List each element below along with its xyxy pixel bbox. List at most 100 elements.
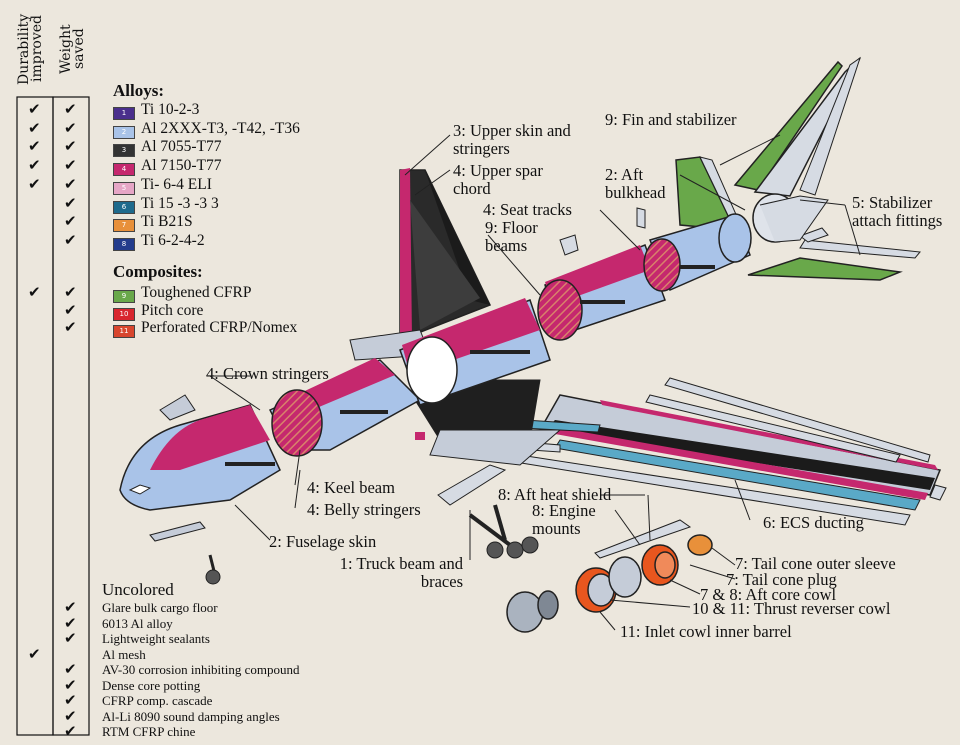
- label-aft-heat-shield: 8: Aft heat shield: [498, 485, 612, 504]
- composite-swatch: 10: [113, 307, 135, 321]
- uncolored-weight-check-7: ✔: [64, 706, 77, 725]
- uncolored-weight-check-0: ✔: [64, 598, 77, 616]
- alloy-label: Ti 15 -3 -3 3: [141, 194, 219, 212]
- label-thrust-reverser: 10 & 11: Thrust reverser cowl: [692, 599, 891, 618]
- alloy-legend-row: 4 Al 7150-T77: [113, 157, 222, 177]
- weight-header: Weight saved: [58, 24, 87, 74]
- alloy-weight-check-5: ✔: [64, 193, 77, 212]
- composite-label: Pitch core: [141, 301, 204, 319]
- uncolored-item: AV-30 corrosion inhibiting compound: [102, 662, 300, 677]
- alloy-swatch: 3: [113, 144, 135, 158]
- alloy-legend-row: 6 Ti 15 -3 -3 3: [113, 195, 219, 214]
- alloy-label: Ti B21S: [141, 213, 193, 231]
- alloy-weight-check-0: ✔: [64, 100, 77, 118]
- uncolored-weight-check-2: ✔: [64, 629, 77, 647]
- label-fin-stabilizer: 9: Fin and stabilizer: [605, 110, 737, 129]
- alloy-durability-check-0: ✔: [28, 100, 41, 118]
- alloy-weight-check-6: ✔: [64, 212, 77, 231]
- alloy-label: Al 2XXX-T3, -T42, -T36: [141, 119, 300, 137]
- uncolored-weight-check-6: ✔: [64, 691, 77, 709]
- composite-durability-check-0: ✔: [28, 283, 41, 301]
- alloy-durability-check-2: ✔: [28, 137, 41, 156]
- alloy-weight-check-2: ✔: [64, 137, 77, 156]
- label-engine-mounts: 8: Engine mounts: [532, 501, 596, 538]
- uncolored-weight-check-1: ✔: [64, 613, 77, 632]
- uncolored-item: Dense core potting: [102, 677, 201, 693]
- alloy-swatch: 5: [113, 181, 135, 195]
- landing-gear: [205, 504, 539, 585]
- alloy-label: Ti 6-2-4-2: [141, 231, 205, 249]
- alloy-weight-check-1: ✔: [64, 118, 77, 137]
- alloy-label: Ti- 6-4 ELI: [141, 175, 212, 193]
- alloy-weight-check-4: ✔: [64, 174, 77, 193]
- composites-heading: Composites:: [113, 262, 203, 281]
- alloy-swatch: 1: [113, 107, 135, 120]
- uncolored-weight-check-8: ✔: [64, 722, 77, 740]
- composite-label: Perforated CFRP/Nomex: [141, 319, 298, 336]
- alloy-legend-row: 1 Ti 10-2-3: [113, 101, 199, 120]
- label-floor-beams: 9: Floor beams: [485, 218, 538, 255]
- composite-legend-row: 10 Pitch core: [113, 302, 203, 321]
- label-belly-stringers: 4: Belly stringers: [307, 500, 421, 519]
- label-keel-beam: 4: Keel beam: [307, 478, 395, 497]
- label-crown-stringers: 4: Crown stringers: [206, 364, 329, 383]
- alloy-legend-row: 8 Ti 6-2-4-2: [113, 232, 205, 251]
- alloys-heading: Alloys:: [113, 81, 164, 100]
- durability-header: Durability improved: [16, 13, 45, 85]
- tail-surfaces: [636, 56, 921, 281]
- uncolored-item: Al-Li 8090 sound damping angles: [102, 708, 280, 724]
- uncolored-heading: Uncolored: [102, 580, 174, 599]
- uncolored-item: Lightweight sealants: [102, 631, 210, 646]
- composite-weight-check-2: ✔: [64, 318, 77, 336]
- uncolored-item: Al mesh: [102, 646, 146, 662]
- alloy-weight-check-7: ✔: [64, 230, 77, 249]
- alloy-legend-row: 3 Al 7055-T77: [113, 138, 222, 158]
- uncolored-item: 6013 Al alloy: [102, 615, 173, 631]
- alloy-swatch: 4: [113, 163, 135, 177]
- uncolored-item: CFRP comp. cascade: [102, 693, 213, 708]
- uncolored-item: RTM CFRP chine: [102, 724, 196, 739]
- alloy-durability-check-3: ✔: [28, 156, 41, 175]
- alloy-swatch: 6: [113, 200, 135, 214]
- engine-components: [506, 534, 713, 633]
- label-fuselage-skin: 2: Fuselage skin: [269, 532, 377, 551]
- alloy-label: Al 7055-T77: [141, 138, 222, 156]
- composite-weight-check-1: ✔: [64, 300, 77, 319]
- label-tail-cone-plug: 7: Tail cone plug: [726, 570, 837, 589]
- composite-legend-row: 9 Toughened CFRP: [113, 284, 251, 303]
- uncolored-weight-check-5: ✔: [64, 675, 77, 694]
- composite-label: Toughened CFRP: [141, 284, 252, 301]
- alloy-legend-row: 7 Ti B21S: [113, 213, 193, 233]
- wing-box: [349, 168, 562, 466]
- composite-swatch: 11: [113, 325, 135, 338]
- alloy-swatch: 2: [113, 125, 135, 139]
- label-upper-spar: 4: Upper spar chord: [453, 161, 543, 198]
- label-aft-core-cowl: 7 & 8: Aft core cowl: [700, 585, 837, 604]
- label-tail-cone-sleeve: 7: Tail cone outer sleeve: [735, 554, 896, 573]
- uncolored-durability-check-3: ✔: [28, 644, 41, 663]
- label-stabilizer-attach: 5: Stabilizer attach fittings: [852, 193, 943, 230]
- label-seat-tracks: 4: Seat tracks: [483, 200, 572, 219]
- fuselage: [119, 213, 752, 559]
- label-inlet-cowl: 11: Inlet cowl inner barrel: [620, 622, 792, 641]
- uncolored-item: Glare bulk cargo floor: [102, 600, 218, 615]
- alloy-weight-check-3: ✔: [64, 156, 77, 175]
- composite-legend-row: 11 Perforated CFRP/Nomex: [113, 319, 297, 338]
- alloy-swatch: 7: [113, 219, 135, 233]
- composite-swatch: 9: [113, 290, 135, 303]
- label-ecs-ducting: 6: ECS ducting: [763, 513, 864, 532]
- alloy-durability-check-1: ✔: [28, 118, 41, 137]
- alloy-durability-check-4: ✔: [28, 174, 41, 193]
- leader-lines: [209, 134, 861, 631]
- wing: [499, 377, 947, 526]
- label-upper-skin: 3: Upper skin and stringers: [453, 121, 571, 158]
- alloy-legend-row: 2 Al 2XXX-T3, -T42, -T36: [113, 120, 300, 139]
- alloy-swatch: 8: [113, 237, 135, 251]
- uncolored-weight-check-4: ✔: [64, 660, 77, 678]
- alloy-label: Al 7150-T77: [141, 157, 222, 175]
- label-truck-beam: 1: Truck beam and braces: [339, 554, 463, 591]
- alloy-label: Ti 10-2-3: [141, 101, 200, 118]
- alloy-legend-row: 5 Ti- 6-4 ELI: [113, 176, 212, 195]
- label-aft-bulkhead: 2: Aft bulkhead: [605, 165, 666, 202]
